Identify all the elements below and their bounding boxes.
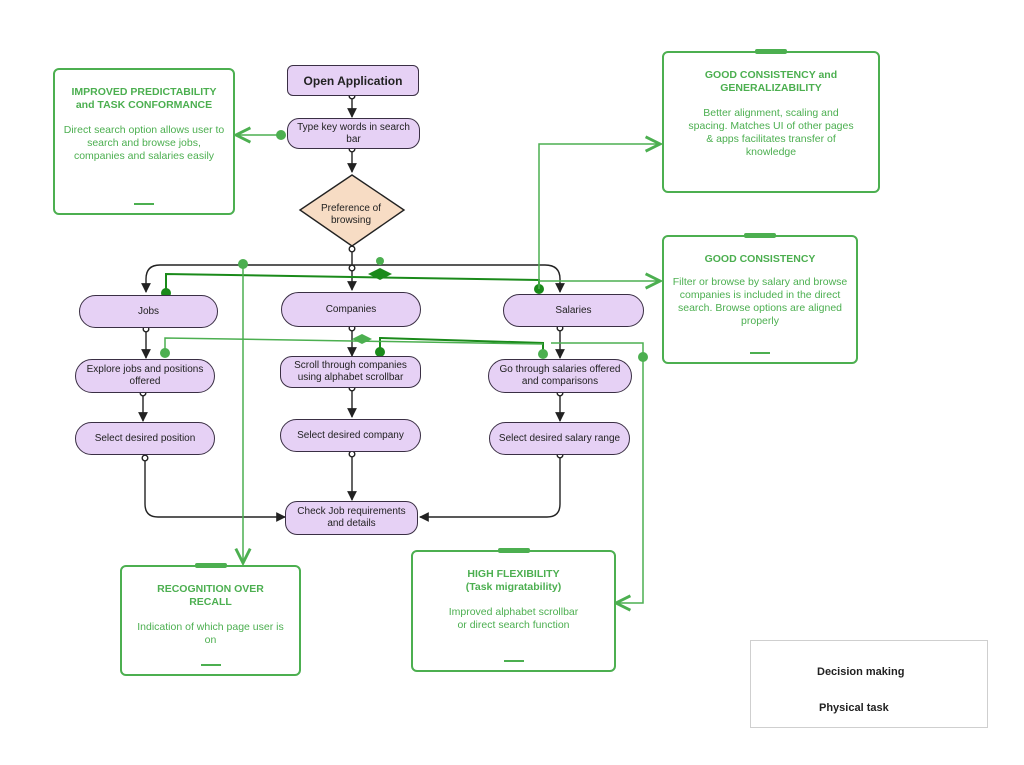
node-explore-jobs: Explore jobs and positions offered <box>75 359 215 393</box>
light-green-dots <box>160 130 648 362</box>
light-green-diamond <box>352 334 372 344</box>
legend: Decision making Physical task <box>750 640 988 728</box>
node-select-position: Select desired position <box>75 422 215 455</box>
node-go-salaries: Go through salaries offered and comparis… <box>488 359 632 393</box>
card-flexibility: HIGH FLEXIBILITY (Task migratability) Im… <box>411 548 616 672</box>
card-predictability-title: IMPROVED PREDICTABILITY and TASK CONFORM… <box>71 86 217 111</box>
card-recognition-tab <box>194 563 227 568</box>
node-salaries: Salaries <box>503 294 644 327</box>
card-recognition-title: RECOGNITION OVER RECALL <box>157 583 264 608</box>
card-predictability: IMPROVED PREDICTABILITY and TASK CONFORM… <box>53 68 235 215</box>
node-select-salary: Select desired salary range <box>489 422 630 455</box>
card-flexibility-foot <box>503 660 524 662</box>
card-consistency-generalizability-title: GOOD CONSISTENCY and GENERALIZABILITY <box>704 69 838 94</box>
legend-decision-label: Decision making <box>817 666 905 678</box>
card-good-consistency-tab <box>744 233 776 238</box>
dark-green-diamond-top <box>368 268 392 280</box>
node-jobs: Jobs <box>79 295 218 328</box>
node-preference-of-browsing: Preference of browsing <box>320 203 382 226</box>
card-good-consistency-title: GOOD CONSISTENCY <box>704 253 816 265</box>
legend-physical-label: Physical task <box>819 702 889 714</box>
node-select-company: Select desired company <box>280 419 421 452</box>
decision-diamond <box>298 174 406 247</box>
card-flexibility-tab <box>497 548 530 553</box>
light-green-connectors <box>164 135 660 603</box>
card-predictability-body: Direct search option allows user to sear… <box>63 124 225 162</box>
card-good-consistency-foot <box>750 352 770 354</box>
node-companies: Companies <box>281 292 421 327</box>
card-recognition: RECOGNITION OVER RECALL Indication of wh… <box>120 563 301 676</box>
card-predictability-foot <box>134 203 154 205</box>
card-recognition-body: Indication of which page user is on <box>137 621 284 646</box>
card-good-consistency-body: Filter or browse by salary and browse co… <box>672 276 848 327</box>
black-connectors <box>138 96 565 522</box>
node-scroll-companies: Scroll through companies using alphabet … <box>280 356 421 388</box>
card-consistency-generalizability-body: Better alignment, scaling and spacing. M… <box>688 107 854 158</box>
card-consistency-generalizability-tab <box>755 49 787 54</box>
card-flexibility-title: HIGH FLEXIBILITY (Task migratability) <box>465 568 562 593</box>
card-recognition-foot <box>200 664 221 666</box>
node-check-job: Check Job requirements and details <box>285 501 418 535</box>
card-consistency-generalizability: GOOD CONSISTENCY and GENERALIZABILITY Be… <box>662 49 880 193</box>
card-flexibility-body: Improved alphabet scrollbar or direct se… <box>448 606 579 631</box>
card-good-consistency: GOOD CONSISTENCY Filter or browse by sal… <box>662 233 858 364</box>
node-type-keywords: Type key words in search bar <box>287 118 420 149</box>
node-open-application: Open Application <box>287 65 419 96</box>
